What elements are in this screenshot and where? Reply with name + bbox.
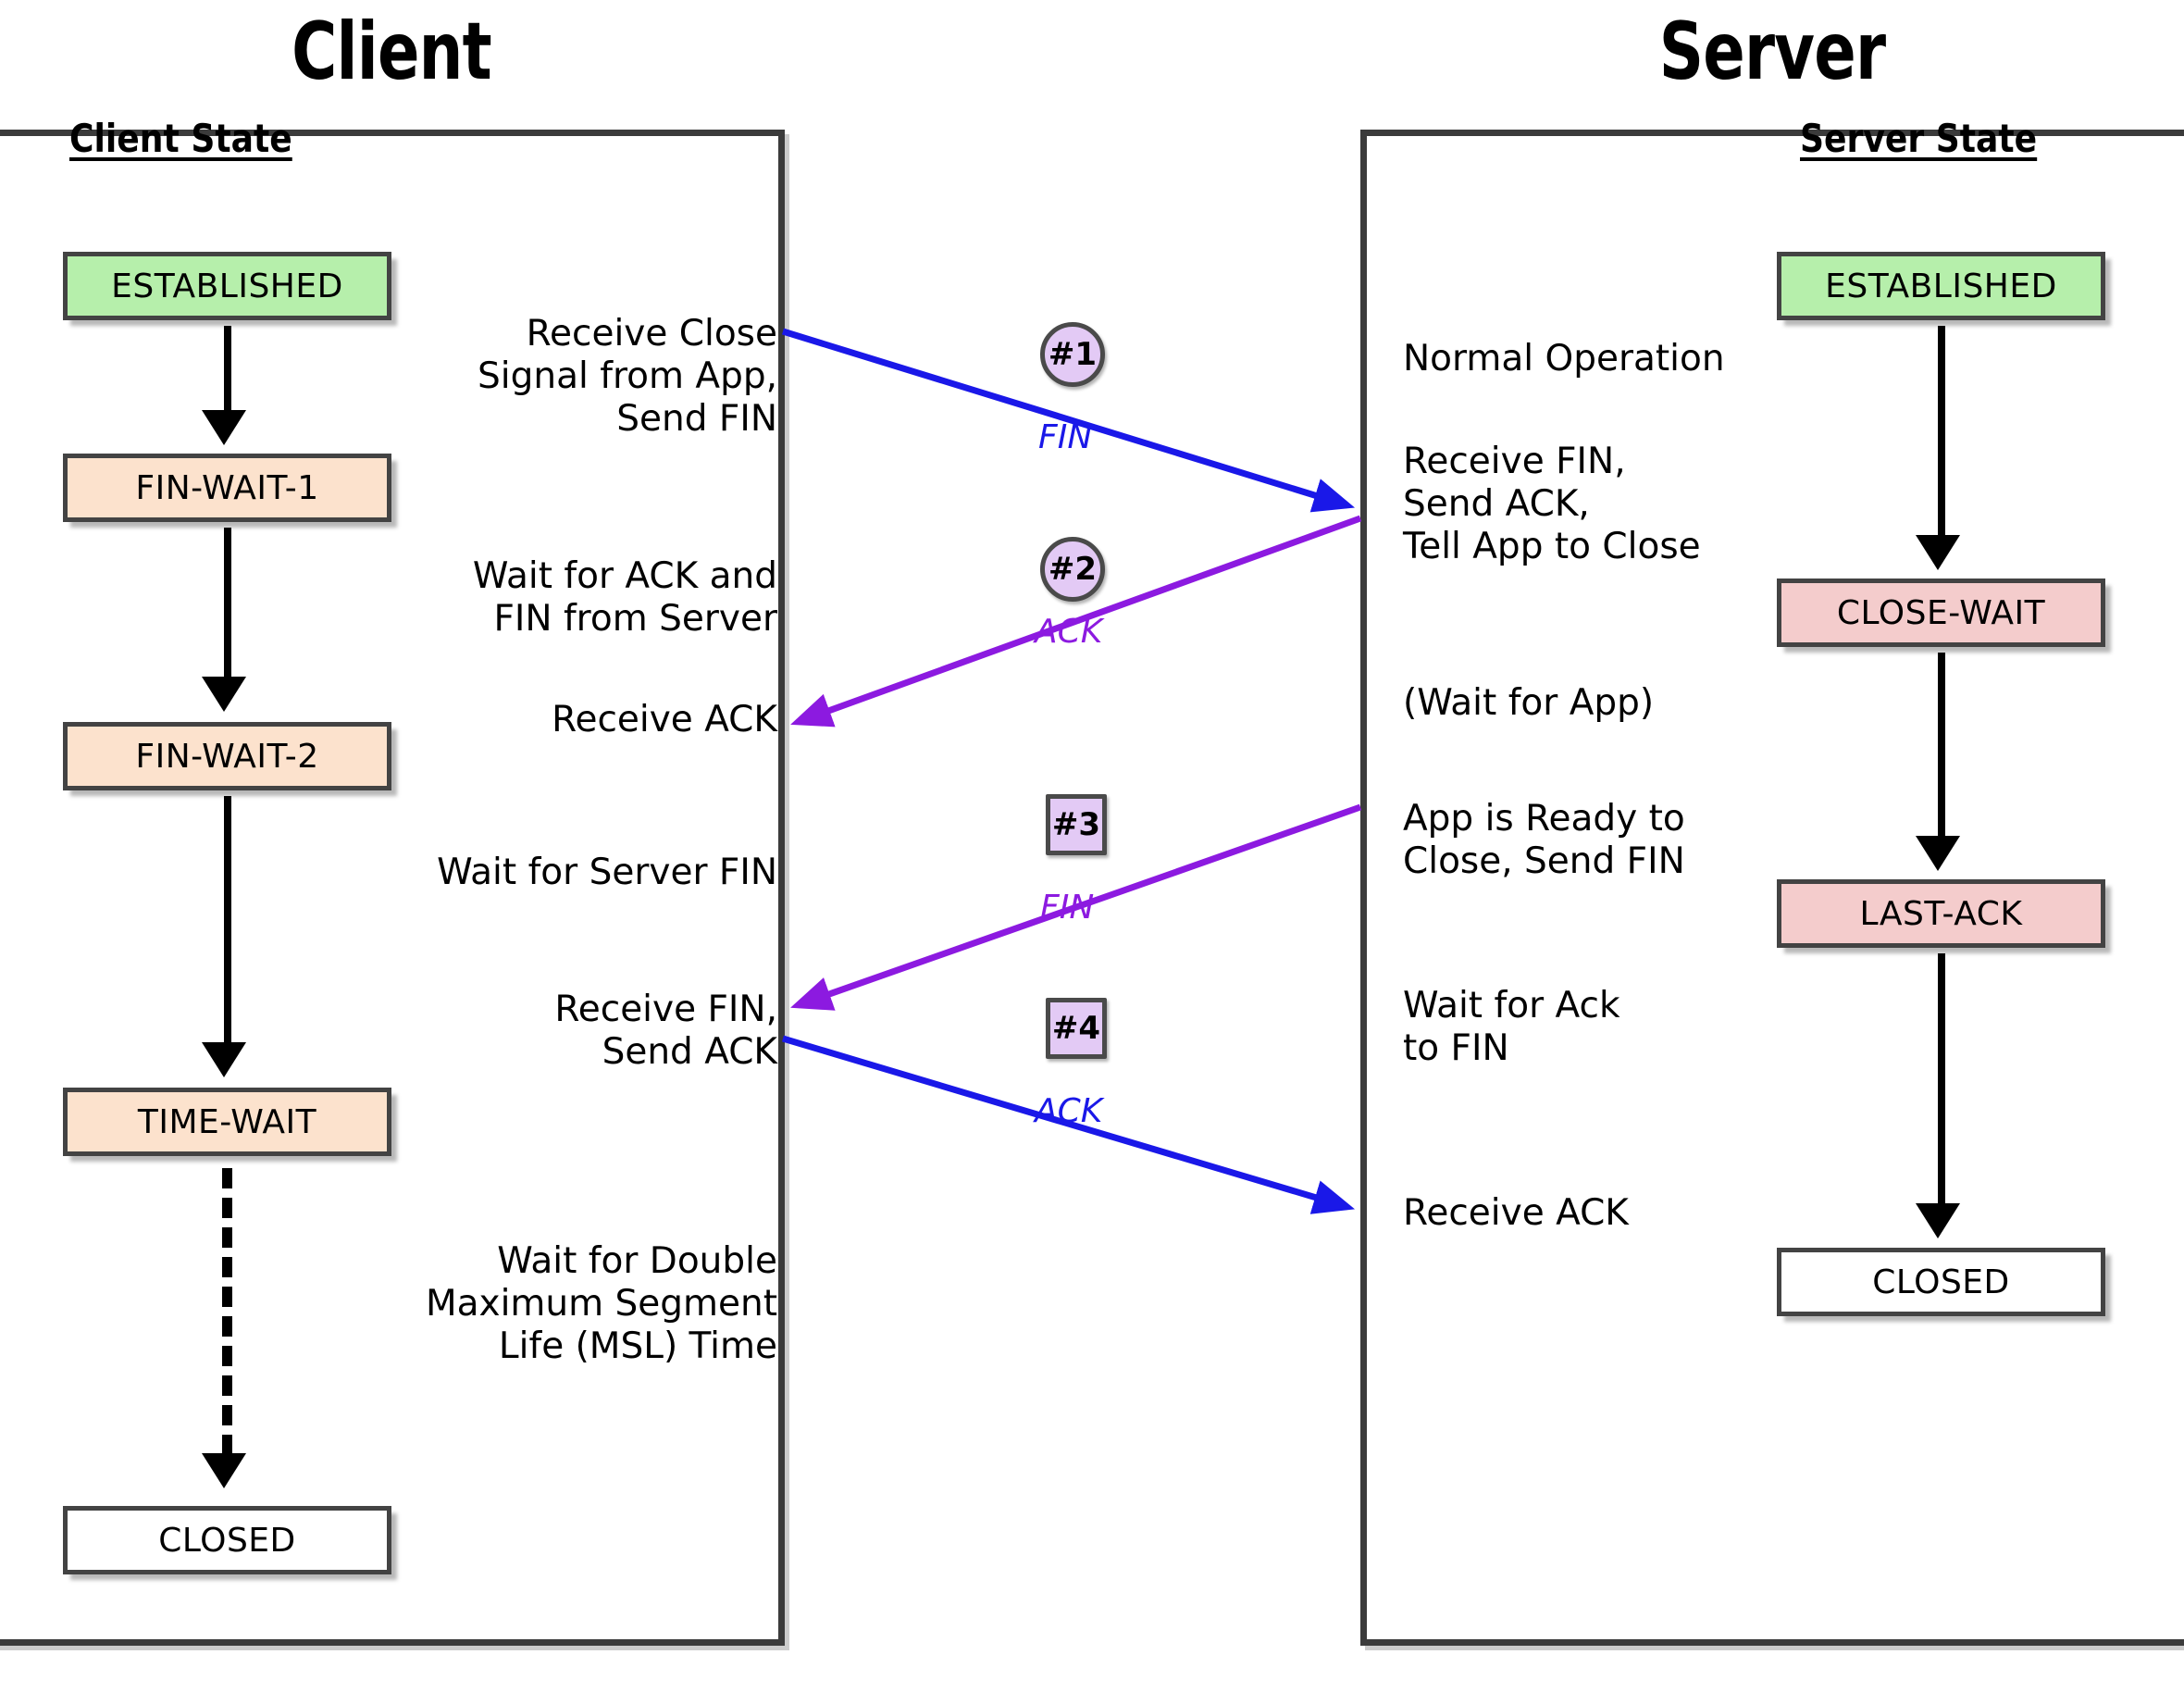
client-flow-line-4-dashed xyxy=(222,1168,232,1455)
client-flow-arrowhead-3 xyxy=(202,1042,246,1077)
message-marker-1: #1 xyxy=(1040,322,1105,387)
server-note-wait-for-ack-to-fin: Wait for Ack to FIN xyxy=(1403,985,1620,1070)
client-note-receive-close-signal: Receive Close Signal from App, Send FIN xyxy=(478,313,777,441)
client-flow-line-3 xyxy=(224,796,231,1044)
server-note-normal-operation: Normal Operation xyxy=(1403,338,1725,379)
server-flow-line-1 xyxy=(1938,326,1945,537)
server-flow-arrowhead-2 xyxy=(1916,836,1960,871)
client-column-title: Client xyxy=(292,6,492,98)
server-note-app-ready-send-fin: App is Ready to Close, Send FIN xyxy=(1403,798,1685,883)
server-state-established: ESTABLISHED xyxy=(1777,252,2105,320)
message-marker-2: #2 xyxy=(1040,537,1105,602)
client-flow-line-2 xyxy=(224,528,231,678)
client-note-wait-for-server-fin: Wait for Server FIN xyxy=(437,852,777,893)
client-flow-arrowhead-4 xyxy=(202,1453,246,1488)
server-flow-line-3 xyxy=(1938,953,1945,1205)
client-flow-line-1 xyxy=(224,326,231,412)
server-note-receive-ack: Receive ACK xyxy=(1403,1192,1629,1234)
client-flow-arrowhead-1 xyxy=(202,410,246,445)
message-label-fin-1: FIN xyxy=(1038,418,1093,456)
client-flow-arrowhead-2 xyxy=(202,677,246,712)
message-label-ack-2: ACK xyxy=(1035,613,1103,651)
client-state-fin-wait-1: FIN-WAIT-1 xyxy=(63,454,391,522)
client-note-wait-for-ack-and-fin: Wait for ACK and FIN from Server xyxy=(472,555,777,641)
client-panel xyxy=(0,130,785,1646)
message-marker-4: #4 xyxy=(1046,998,1107,1059)
server-column-title: Server xyxy=(1658,6,1886,98)
server-note-receive-fin-send-ack: Receive FIN, Send ACK, Tell App to Close xyxy=(1403,441,1701,568)
server-state-closed: CLOSED xyxy=(1777,1248,2105,1316)
client-state-closed: CLOSED xyxy=(63,1506,391,1574)
client-note-receive-ack: Receive ACK xyxy=(552,699,777,740)
server-state-last-ack: LAST-ACK xyxy=(1777,879,2105,948)
server-flow-line-2 xyxy=(1938,653,1945,838)
message-label-fin-3: FIN xyxy=(1040,889,1095,927)
server-flow-arrowhead-3 xyxy=(1916,1203,1960,1238)
server-state-heading: Server State xyxy=(1800,116,2038,161)
message-label-ack-4: ACK xyxy=(1035,1092,1103,1130)
server-flow-arrowhead-1 xyxy=(1916,535,1960,570)
client-state-fin-wait-2: FIN-WAIT-2 xyxy=(63,722,391,790)
message-marker-3: #3 xyxy=(1046,794,1107,855)
client-state-heading: Client State xyxy=(69,116,292,161)
server-state-close-wait: CLOSE-WAIT xyxy=(1777,579,2105,647)
client-state-established: ESTABLISHED xyxy=(63,252,391,320)
client-note-receive-fin-send-ack: Receive FIN, Send ACK xyxy=(554,989,777,1074)
client-state-time-wait: TIME-WAIT xyxy=(63,1088,391,1156)
client-note-wait-for-msl: Wait for Double Maximum Segment Life (MS… xyxy=(425,1240,777,1368)
server-note-wait-for-app: (Wait for App) xyxy=(1403,682,1655,724)
